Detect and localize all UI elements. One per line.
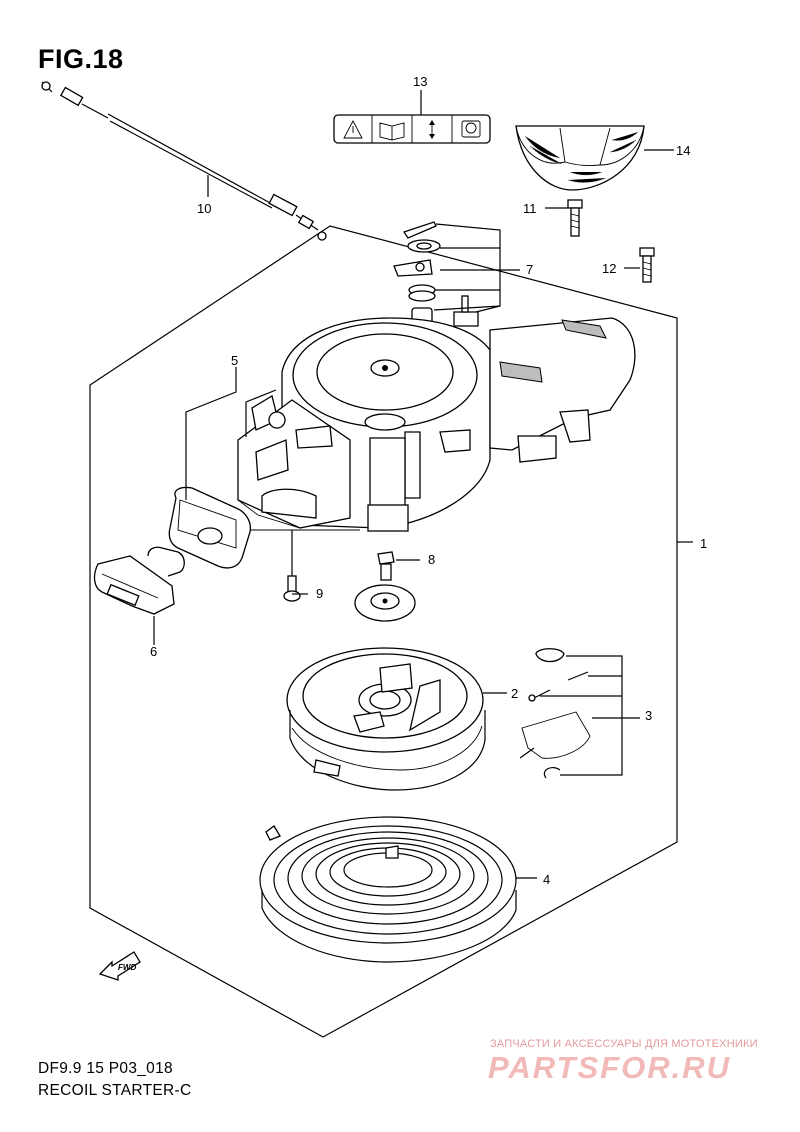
cable-part [41, 81, 327, 241]
bolt-11 [567, 199, 583, 237]
fwd-label: FWD [118, 963, 136, 972]
leader-lines [153, 90, 693, 879]
recoil-spring-part [259, 816, 517, 963]
ratchet-set-part [519, 648, 591, 779]
fwd-direction-arrow: FWD [98, 951, 141, 981]
callout-5: 5 [231, 353, 238, 368]
washer-plate [354, 584, 416, 622]
bolt-8 [377, 551, 395, 581]
model-code: DF9.9 15 P03_018 [38, 1060, 173, 1077]
callout-4: 4 [543, 872, 550, 887]
stopper-set-part [393, 221, 479, 327]
starter-housing [281, 317, 636, 532]
manual-book-icon [379, 122, 405, 141]
callout-1: 1 [700, 536, 707, 551]
callout-12: 12 [602, 261, 616, 276]
reel-part [286, 647, 486, 791]
callout-10: 10 [197, 201, 211, 216]
handle-grip [168, 486, 252, 569]
figure-title: FIG.18 [38, 44, 124, 74]
assembly-outline [89, 225, 678, 1038]
cover-part [515, 125, 645, 191]
callout-labels: 1 2 3 4 5 6 7 8 9 10 11 12 13 14 [150, 74, 707, 887]
callout-13: 13 [413, 74, 427, 89]
callout-11: 11 [523, 201, 537, 216]
callout-9: 9 [316, 586, 323, 601]
start-button-icon [465, 122, 477, 134]
handle-part [93, 546, 185, 615]
callout-2: 2 [511, 686, 518, 701]
warning-icon [343, 120, 363, 139]
caution-label-part [333, 114, 491, 144]
callout-14: 14 [676, 143, 690, 158]
callout-7: 7 [526, 262, 533, 277]
diagram-name: RECOIL STARTER-C [38, 1082, 192, 1099]
case-assy-part [237, 394, 360, 531]
callout-6: 6 [150, 644, 157, 659]
callout-8: 8 [428, 552, 435, 567]
watermark-tagline: ЗАПЧАСТИ И АКСЕССУАРЫ ДЛЯ МОТОТЕХНИКИ [490, 1038, 758, 1050]
watermark-logo: PARTSFOR.RU [488, 1050, 732, 1085]
callout-3: 3 [645, 708, 652, 723]
bolt-9 [283, 575, 301, 602]
bolt-12 [639, 247, 655, 283]
